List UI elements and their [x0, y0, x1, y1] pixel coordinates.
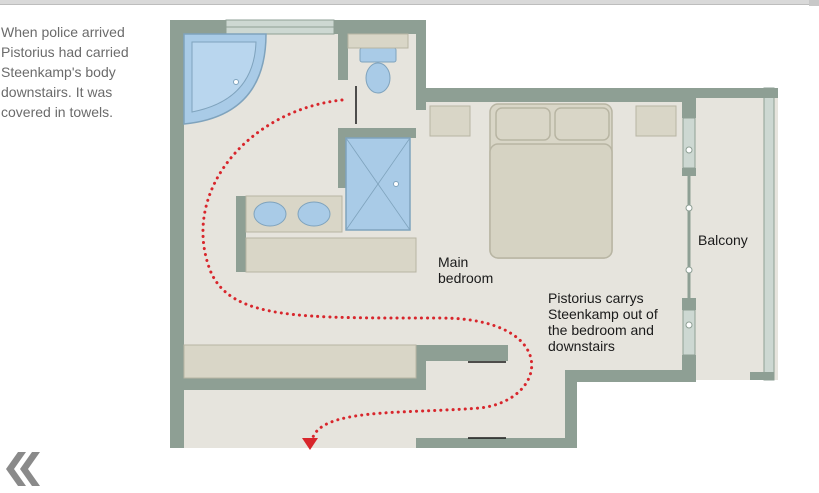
- double-chevron-left-icon: [6, 452, 40, 486]
- browser-top-bar: [0, 0, 819, 5]
- bedside-tables: [429, 105, 677, 137]
- balcony-sliding-doors: [682, 117, 696, 356]
- room-label-main-bedroom: Main bedroom: [438, 254, 493, 286]
- corner-bath: [183, 33, 267, 125]
- caption-text: When police arrived Pistorius had carrie…: [1, 22, 161, 122]
- shower: [345, 137, 411, 231]
- top-window: [225, 19, 335, 35]
- wardrobe: [183, 344, 417, 379]
- caption-line: When police arrived: [1, 24, 125, 40]
- scrollbar-stub: [809, 0, 819, 6]
- balcony: [696, 87, 778, 381]
- caption-line: Steenkamp's body: [1, 64, 116, 80]
- toilet: [347, 33, 409, 94]
- doors: [468, 361, 506, 439]
- caption-line: Pistorius had carried: [1, 44, 129, 60]
- back-button[interactable]: [4, 450, 40, 488]
- room-label-balcony: Balcony: [698, 232, 748, 248]
- vanity: [245, 195, 417, 273]
- bed: [489, 103, 613, 259]
- caption-line: covered in towels.: [1, 104, 114, 120]
- carry-route: [201, 98, 534, 442]
- route-note: Pistorius carrys Steenkamp out of the be…: [548, 290, 662, 354]
- down-arrow-icon: [302, 438, 318, 450]
- caption-line: downstairs. It was: [1, 84, 113, 100]
